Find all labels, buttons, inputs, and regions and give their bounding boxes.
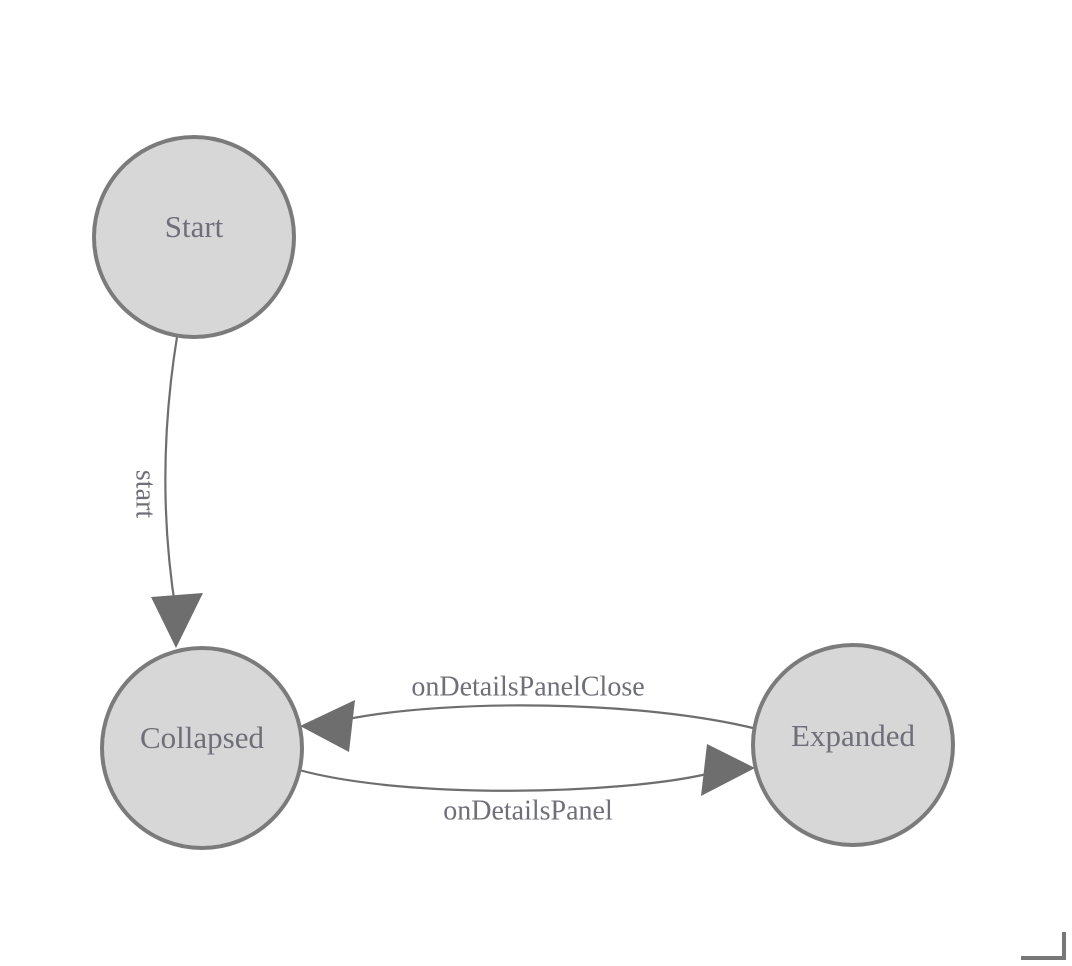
edge-collapsed-to-expanded[interactable]: onDetailsPanel <box>297 744 755 826</box>
edge-label-start: start <box>130 470 161 518</box>
edge-start-to-collapsed-path <box>164 335 179 614</box>
edge-collapsed-to-expanded-path <box>297 768 709 792</box>
node-expanded-label: Expanded <box>791 718 915 753</box>
node-start-circle <box>92 135 296 339</box>
edge-expanded-to-collapsed[interactable]: onDetailsPanelClose <box>300 671 759 752</box>
node-start[interactable]: Start <box>92 135 296 339</box>
edge-label-on-details-panel: onDetailsPanel <box>443 795 613 826</box>
node-expanded-circle <box>751 643 955 847</box>
edge-start-to-collapsed-arrowhead <box>151 593 203 648</box>
node-collapsed-label: Collapsed <box>140 720 264 755</box>
node-expanded[interactable]: Expanded <box>751 643 955 847</box>
edge-expanded-to-collapsed-path <box>346 704 759 731</box>
resize-corner-handle[interactable] <box>1021 932 1066 960</box>
edge-collapsed-to-expanded-arrowhead <box>701 744 755 796</box>
edge-label-on-details-panel-close: onDetailsPanelClose <box>411 671 644 702</box>
resize-corner-horizontal-bar <box>1021 956 1066 960</box>
node-collapsed[interactable]: Collapsed <box>100 646 304 850</box>
node-collapsed-circle <box>100 646 304 850</box>
edge-expanded-to-collapsed-arrowhead <box>300 700 355 752</box>
edge-start-to-collapsed[interactable]: start <box>130 335 203 648</box>
resize-corner-vertical-bar <box>1062 932 1066 960</box>
node-start-label: Start <box>165 209 224 244</box>
